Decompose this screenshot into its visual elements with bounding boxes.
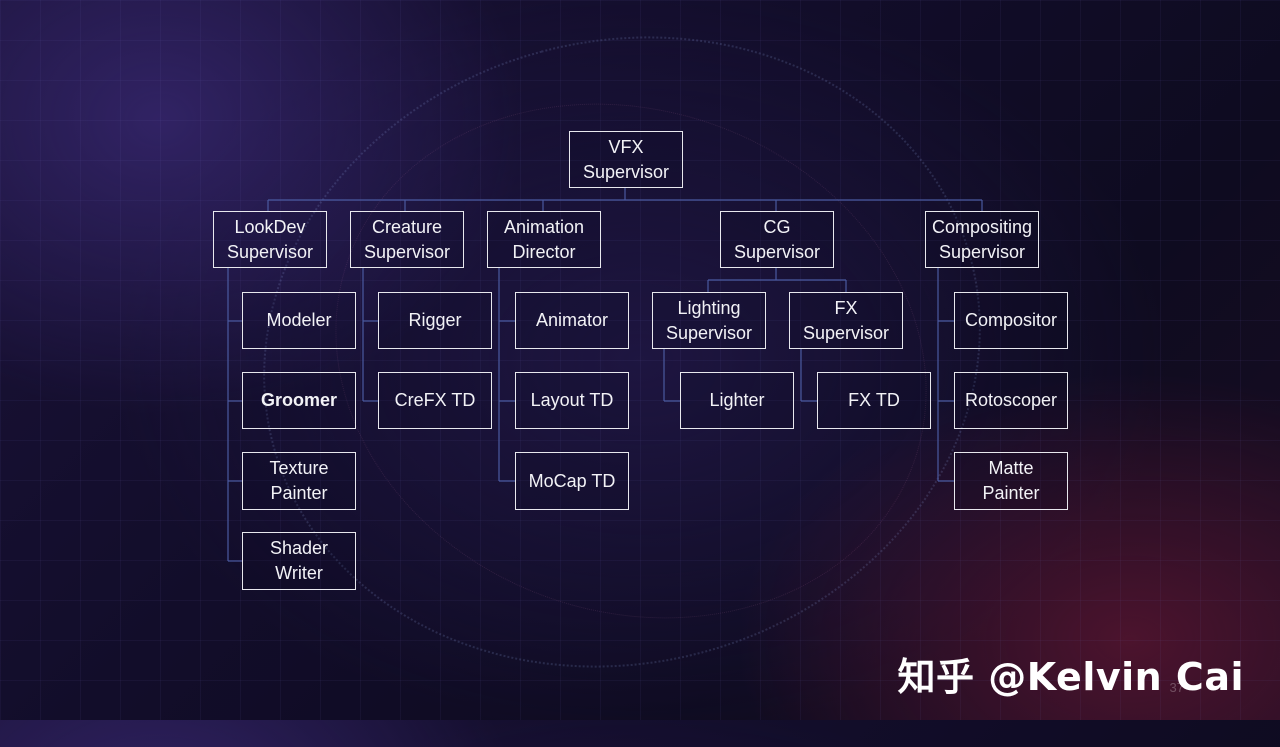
page-number: 37 [1169, 680, 1184, 695]
node-cg-supervisor: CG Supervisor [720, 211, 834, 268]
background-grid [0, 0, 1280, 720]
node-rotoscoper: Rotoscoper [954, 372, 1068, 429]
node-fx-supervisor: FX Supervisor [789, 292, 903, 349]
node-groomer: Groomer [242, 372, 356, 429]
node-compositor: Compositor [954, 292, 1068, 349]
node-texture-painter: Texture Painter [242, 452, 356, 510]
node-rigger: Rigger [378, 292, 492, 349]
node-lookdev-supervisor: LookDev Supervisor [213, 211, 327, 268]
node-fx-td: FX TD [817, 372, 931, 429]
node-animation-director: Animation Director [487, 211, 601, 268]
node-lighting-supervisor: Lighting Supervisor [652, 292, 766, 349]
watermark: 知乎 @Kelvin Cai [897, 655, 1244, 699]
node-mocap-td: MoCap TD [515, 452, 629, 510]
node-animator: Animator [515, 292, 629, 349]
node-shader-writer: Shader Writer [242, 532, 356, 590]
node-layout-td: Layout TD [515, 372, 629, 429]
node-modeler: Modeler [242, 292, 356, 349]
node-vfx-supervisor: VFX Supervisor [569, 131, 683, 188]
node-compositing-supervisor: Compositing Supervisor [925, 211, 1039, 268]
node-matte-painter: Matte Painter [954, 452, 1068, 510]
node-creature-supervisor: Creature Supervisor [350, 211, 464, 268]
node-lighter: Lighter [680, 372, 794, 429]
node-crefx-td: CreFX TD [378, 372, 492, 429]
connector-lines [227, 188, 983, 562]
